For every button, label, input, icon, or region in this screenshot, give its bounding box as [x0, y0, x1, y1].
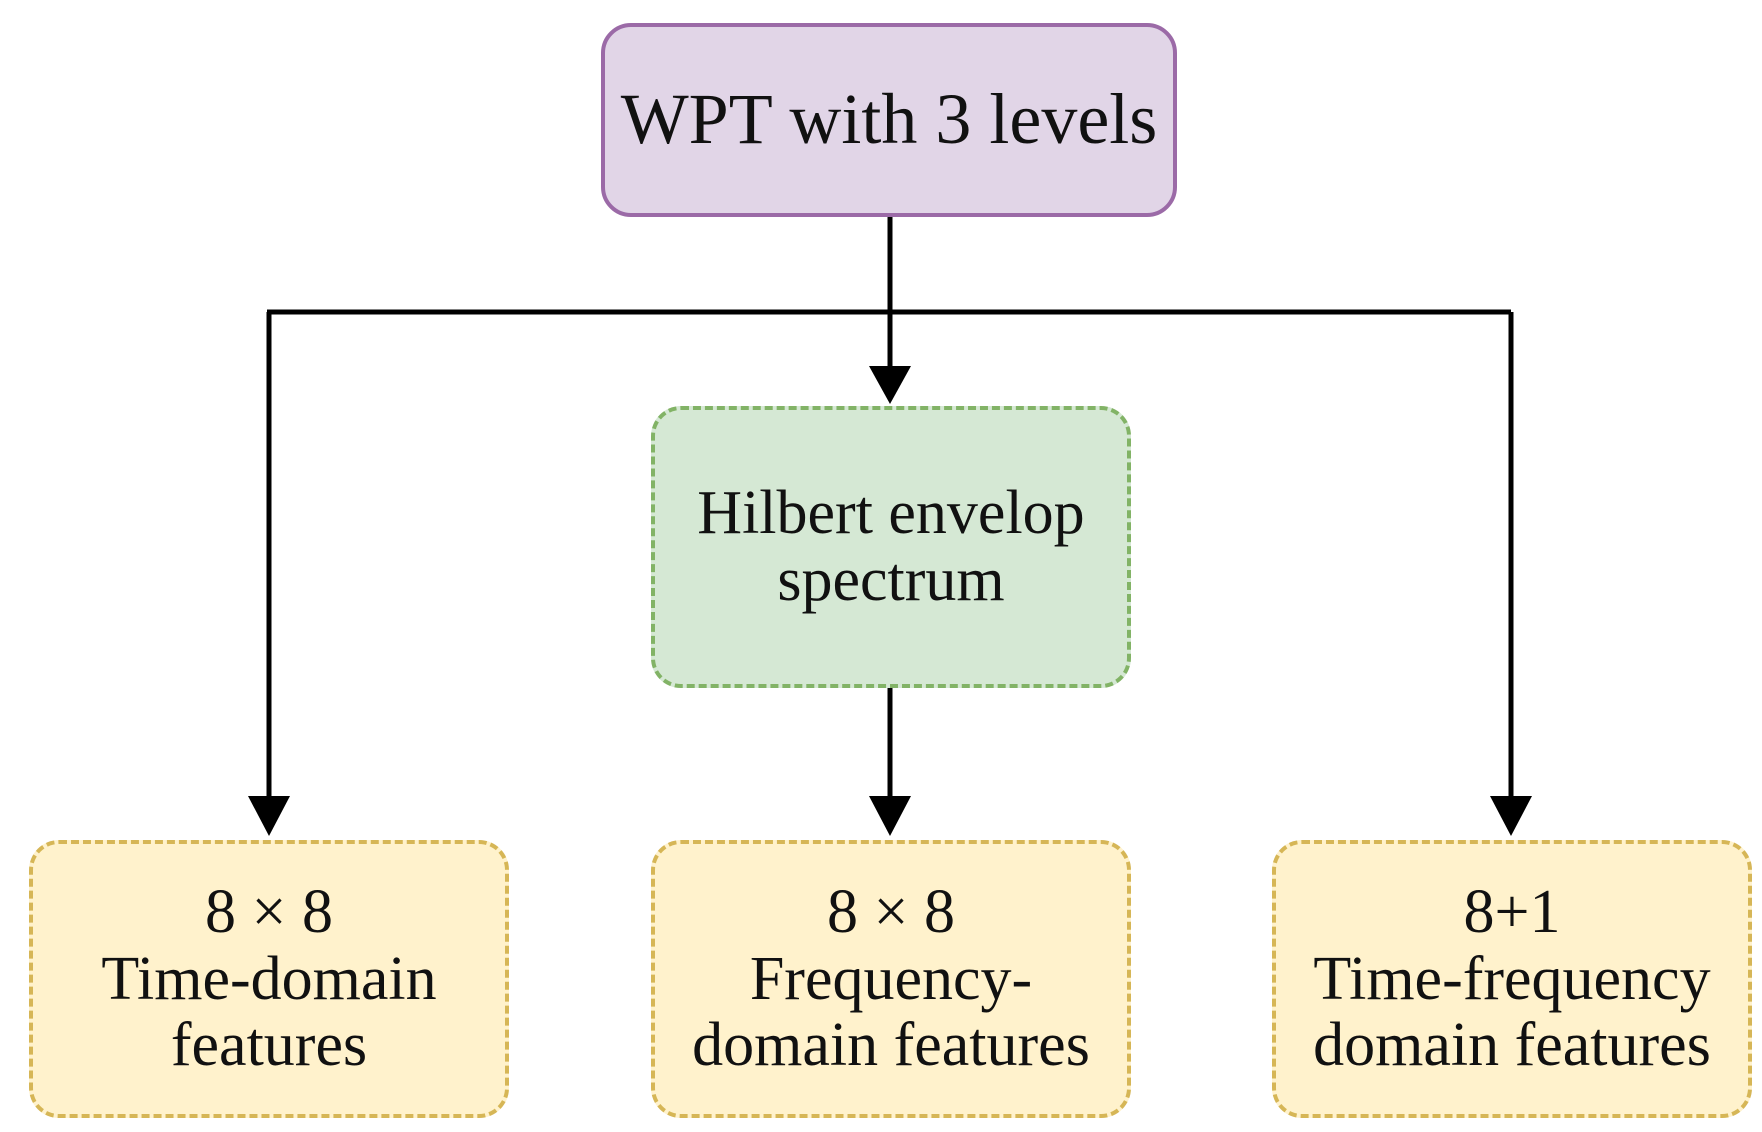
arrowhead-to-hilbert	[869, 366, 911, 404]
hilbert-envelope-node: Hilbert envelop spectrum	[651, 406, 1131, 688]
time-domain-line-1: Time-domain	[101, 944, 437, 1013]
frequency-domain-line-2: domain features	[692, 1011, 1090, 1080]
wpt-node-label: WPT with 3 levels	[620, 79, 1158, 160]
time-frequency-line-2: domain features	[1313, 1011, 1711, 1080]
time-domain-line-2: features	[170, 1011, 368, 1080]
frequency-domain-line-1: Frequency-	[749, 944, 1033, 1013]
hilbert-node-line-2: spectrum	[777, 546, 1005, 614]
time-frequency-count: 8+1	[1463, 877, 1561, 946]
time-domain-features-node: 8 × 8 Time-domain features	[29, 840, 509, 1118]
arrowhead-to-time-domain	[248, 796, 290, 836]
wpt-node: WPT with 3 levels	[601, 23, 1177, 217]
arrowhead-to-time-frequency	[1490, 796, 1532, 836]
frequency-domain-features-node: 8 × 8 Frequency- domain features	[651, 840, 1131, 1118]
time-frequency-features-node: 8+1 Time-frequency domain features	[1272, 840, 1752, 1118]
time-domain-count: 8 × 8	[205, 877, 333, 946]
hilbert-node-line-1: Hilbert envelop	[697, 479, 1085, 548]
frequency-domain-count: 8 × 8	[827, 877, 955, 946]
time-frequency-line-1: Time-frequency	[1313, 944, 1711, 1013]
arrowhead-to-frequency-domain	[869, 796, 911, 836]
